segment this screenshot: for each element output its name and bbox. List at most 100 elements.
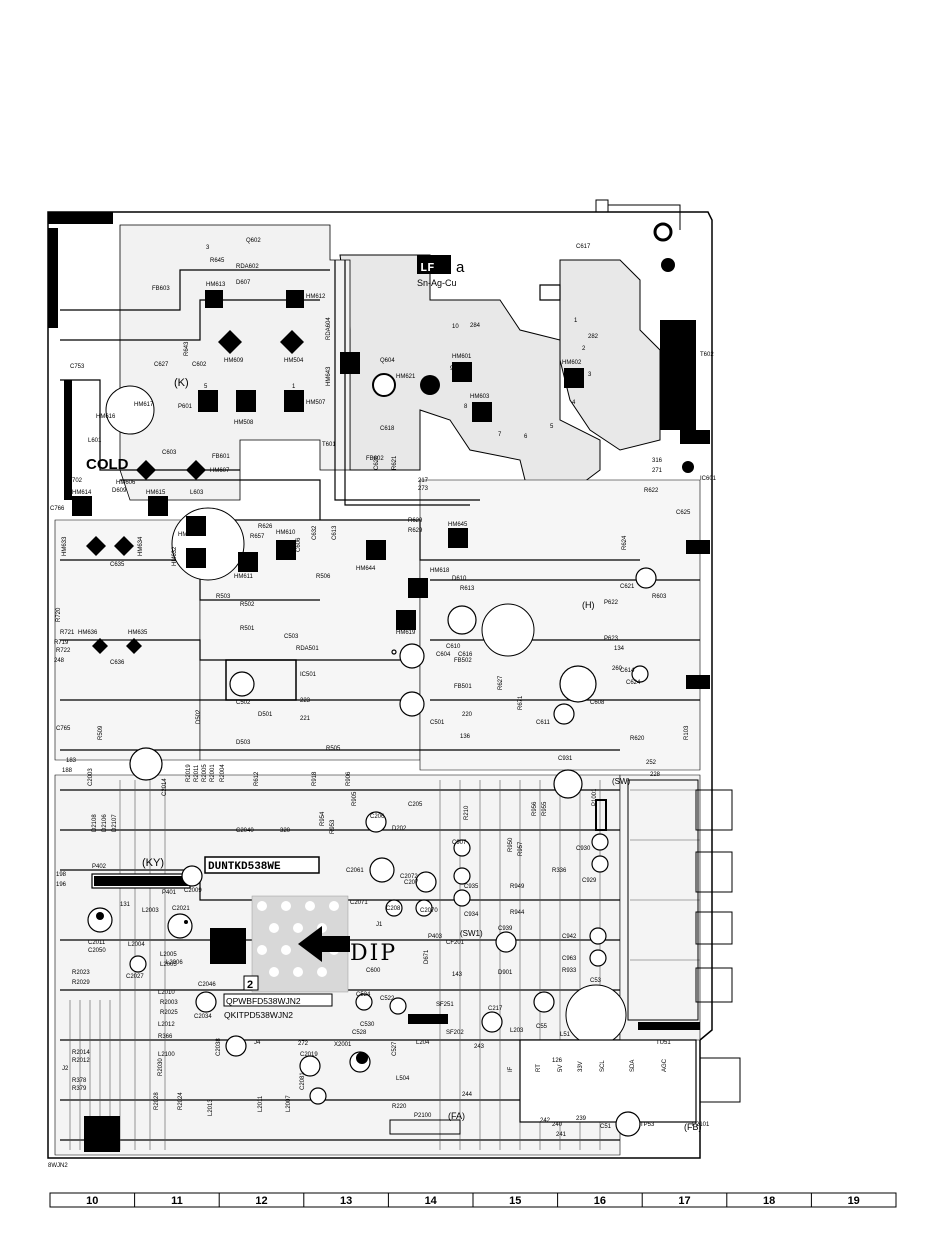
mark-284: 284 bbox=[470, 323, 481, 329]
component-ref-c765: C765 bbox=[56, 726, 71, 732]
component-ref-r719: R719 bbox=[54, 640, 69, 646]
component-ref-r2025: R2025 bbox=[160, 1010, 178, 1016]
component-ref-hm603: HM603 bbox=[470, 394, 490, 400]
component-ref-d609: D609 bbox=[112, 488, 127, 494]
component-ref-d607: D607 bbox=[236, 280, 251, 286]
tuner-pin-5v: 5V bbox=[558, 1065, 564, 1072]
component-ref-r944: R944 bbox=[510, 910, 525, 916]
fa-label: (FA) bbox=[448, 1111, 465, 1121]
mark-272: 272 bbox=[298, 1041, 309, 1047]
grid-column-11: 11 bbox=[171, 1195, 183, 1207]
component-ref-c635: C635 bbox=[110, 562, 125, 568]
component-ref-r629: R629 bbox=[408, 518, 423, 524]
grid-column-13: 13 bbox=[340, 1195, 352, 1207]
component-ref-rda501: RDA501 bbox=[296, 646, 319, 652]
component-ref-r629-2: R629 bbox=[408, 528, 423, 534]
mark-n8: 8 bbox=[464, 404, 468, 410]
component-ref-j4: J4 bbox=[254, 1040, 261, 1046]
component-ref-cf201: CF201 bbox=[446, 940, 465, 946]
component-ref-hm632: HM632 bbox=[172, 546, 178, 566]
component-ref-r603: R603 bbox=[652, 594, 667, 600]
number-marks: 3 5 1 10 1 2 3 4 5 6 7 8 9 217 273 316 2… bbox=[54, 245, 663, 1138]
mark-n3b: 3 bbox=[588, 372, 592, 378]
component-ref-d610: D610 bbox=[452, 576, 467, 582]
component-ref-fb602: FB602 bbox=[366, 456, 384, 462]
mark-252: 252 bbox=[646, 760, 657, 766]
component-ref-hm621: HM621 bbox=[396, 374, 416, 380]
mark-131: 131 bbox=[120, 902, 131, 908]
component-ref-c602: C602 bbox=[192, 362, 207, 368]
component-ref-c610: C610 bbox=[446, 644, 461, 650]
component-ref-r657: R657 bbox=[250, 534, 265, 540]
component-ref-c502: C502 bbox=[236, 700, 251, 706]
component-ref-c2027: C2027 bbox=[126, 974, 144, 980]
component-ref-r2014: R2014 bbox=[72, 1050, 90, 1056]
tuner-pin-rt: RT bbox=[536, 1064, 542, 1072]
component-ref-r2003: R2003 bbox=[160, 1000, 178, 1006]
solder-spec: Sn-Ag-Cu bbox=[417, 278, 457, 288]
component-ref-d501: D501 bbox=[258, 712, 273, 718]
mark-228: 228 bbox=[650, 772, 661, 778]
board-markings: LF a Sn-Ag-Cu COLD (K) (KY) (H) (SW) (SW… bbox=[48, 255, 702, 1169]
component-ref-hm504: HM504 bbox=[284, 358, 304, 364]
component-ref-r366: R366 bbox=[158, 1034, 173, 1040]
component-ref-c2009: C2009 bbox=[184, 888, 202, 894]
component-ref-r2030: R2030 bbox=[158, 1058, 164, 1076]
component-ref-c2040: C2040 bbox=[236, 828, 254, 834]
component-ref-c931: C931 bbox=[558, 756, 573, 762]
mark-n10: 10 bbox=[452, 324, 459, 330]
mark-134: 134 bbox=[614, 646, 625, 652]
hot-label: (K) bbox=[174, 377, 189, 389]
mark-n7: 7 bbox=[498, 432, 502, 438]
component-ref-r612: R612 bbox=[254, 771, 260, 786]
component-ref-r905: R905 bbox=[352, 791, 358, 806]
fb-label: (FB) bbox=[684, 1122, 702, 1132]
component-ref-l504: L504 bbox=[396, 1076, 410, 1082]
component-ref-l2006: L2006 bbox=[166, 960, 183, 966]
component-ref-d2108: D2108 bbox=[92, 814, 98, 832]
part-number-kit: QKITPD538WJN2 bbox=[224, 1010, 293, 1020]
part-number-pwb: QPWBFD538WJN2 bbox=[226, 996, 301, 1006]
mark-n2: 2 bbox=[582, 346, 586, 352]
mark-n9: 9 bbox=[450, 366, 454, 372]
component-ref-c2050: C2050 bbox=[88, 948, 106, 954]
component-ref-c613: C613 bbox=[332, 525, 338, 540]
component-ref-c963: C963 bbox=[562, 956, 577, 962]
component-ref-r950: R950 bbox=[508, 837, 514, 852]
component-ref-l203: L203 bbox=[510, 1028, 524, 1034]
component-ref-hm618: HM618 bbox=[430, 568, 450, 574]
component-ref-c206: C206 bbox=[370, 814, 385, 820]
component-ref-l51: L51 bbox=[560, 1032, 571, 1038]
mark-183: 183 bbox=[66, 758, 77, 764]
mark-244: 244 bbox=[462, 1092, 473, 1098]
mark-273: 273 bbox=[418, 486, 429, 492]
component-ref-r502: R502 bbox=[240, 602, 255, 608]
grid-column-19: 19 bbox=[848, 1195, 860, 1207]
dip-label: DIP bbox=[350, 941, 397, 966]
mark-n1: 1 bbox=[292, 384, 296, 390]
mark-240: 240 bbox=[552, 1122, 563, 1128]
component-ref-c2014: C2014 bbox=[162, 778, 168, 796]
component-ref-hm601: HM601 bbox=[452, 354, 472, 360]
component-ref-r2019: R2019 bbox=[186, 764, 192, 782]
component-ref-r210: R210 bbox=[464, 805, 470, 820]
component-ref-hm606: HM606 bbox=[116, 480, 136, 486]
component-ref-r2011: R2011 bbox=[194, 764, 200, 782]
mark-196: 196 bbox=[56, 882, 67, 888]
component-ref-r954: R954 bbox=[320, 811, 326, 826]
grid-column-18: 18 bbox=[763, 1195, 775, 1207]
component-ref-c2011: C2011 bbox=[88, 940, 106, 946]
cold-label: COLD bbox=[86, 456, 129, 473]
component-ref-r933: R933 bbox=[562, 968, 577, 974]
component-ref-p622: P622 bbox=[604, 600, 619, 606]
component-ref-p2100: P2100 bbox=[414, 1113, 432, 1119]
corner-code: 8WJN2 bbox=[48, 1163, 68, 1169]
component-ref-r624: R624 bbox=[622, 535, 628, 550]
lf-logo: LF bbox=[420, 261, 434, 275]
component-ref-c942: C942 bbox=[562, 934, 577, 940]
component-ref-c766: C766 bbox=[50, 506, 65, 512]
component-ref-r721: R721 bbox=[60, 630, 75, 636]
tuner-pin-scl: SCL bbox=[600, 1060, 606, 1072]
